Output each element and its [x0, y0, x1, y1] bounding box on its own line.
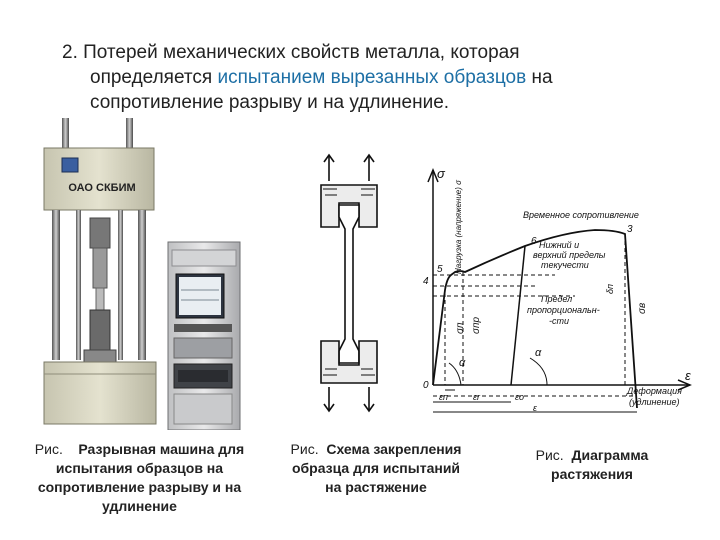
caption-machine-prefix: Рис. — [34, 441, 63, 457]
eps-label: ε — [533, 403, 538, 413]
label-prop-3: -сти — [549, 316, 569, 326]
heading-line-2: определяется испытанием вырезанных образ… — [62, 65, 682, 90]
heading: 2. Потерей механических свойств металла,… — [62, 40, 682, 115]
label-prop-2: пропорциональн- — [527, 305, 600, 315]
sigma-b-label: σв — [637, 303, 648, 314]
diagram-x-axis-label-2: (удлинение) — [629, 397, 679, 407]
caption-scheme-title: Схема закрепления образца для испытаний … — [291, 441, 462, 495]
point-6-label: 6 — [531, 236, 537, 247]
machine-company-label: ОАО СКБИМ — [68, 182, 135, 194]
eps-r-label: εr — [473, 392, 481, 402]
label-yield-2: верхний пределы — [533, 250, 606, 260]
eps-p-label: εп — [439, 392, 448, 402]
alpha-label-1: α — [459, 357, 466, 369]
caption-diagram: Рис. Диаграмма растяжения — [512, 446, 672, 484]
label-yield-3: текучести — [541, 260, 589, 270]
heading-line-2-start: определяется — [90, 67, 218, 88]
caption-diagram-title: Диаграмма растяжения — [551, 447, 649, 482]
stress-strain-curve — [432, 229, 638, 409]
point-4-label: 4 — [423, 276, 429, 287]
sigma-p-label: σп — [455, 322, 466, 334]
diagram-y-axis-label: Нагрузка (напряжение) σ — [454, 179, 463, 274]
testing-machine-image: ОАО СКБИМ — [43, 118, 241, 430]
sigma-pr-label: σпр — [471, 316, 482, 334]
origin-label: 0 — [423, 380, 429, 391]
label-prop-1: Предел — [541, 294, 572, 304]
alpha-label-2: α — [535, 347, 542, 359]
point-5-label: 5 — [437, 264, 443, 275]
caption-scheme: Рис. Схема закрепления образца для испыт… — [286, 440, 466, 497]
eps-o-label: εо — [515, 392, 524, 402]
label-yield-1: Нижний и — [539, 240, 579, 250]
tension-diagram: Нагрузка (напряжение) σ σ ε Деформация (… — [423, 166, 692, 413]
heading-link[interactable]: испытанием вырезанных образцов — [217, 67, 527, 88]
caption-machine-title: Разрывная машина для испытания образцов … — [37, 441, 245, 514]
delta-p-label: δп — [605, 284, 615, 294]
heading-line-3: сопротивление разрыву и на удлинение. — [90, 92, 450, 113]
diagram-x-axis-label-1: Деформация — [626, 386, 682, 396]
caption-machine: Рис. Разрывная машина для испытания обра… — [12, 440, 267, 516]
point-3-label: 3 — [627, 224, 633, 235]
heading-line-2-end: на — [526, 67, 553, 88]
diagram-y-symbol: σ — [437, 166, 446, 181]
caption-diagram-prefix: Рис. — [535, 447, 564, 463]
diagram-x-symbol: ε — [685, 368, 691, 383]
clamping-scheme-image — [320, 153, 378, 413]
caption-scheme-prefix: Рис. — [290, 441, 319, 457]
heading-line-1: 2. Потерей механических свойств металла,… — [62, 42, 520, 63]
label-temporary-resistance: Временное сопротивление — [523, 210, 639, 220]
